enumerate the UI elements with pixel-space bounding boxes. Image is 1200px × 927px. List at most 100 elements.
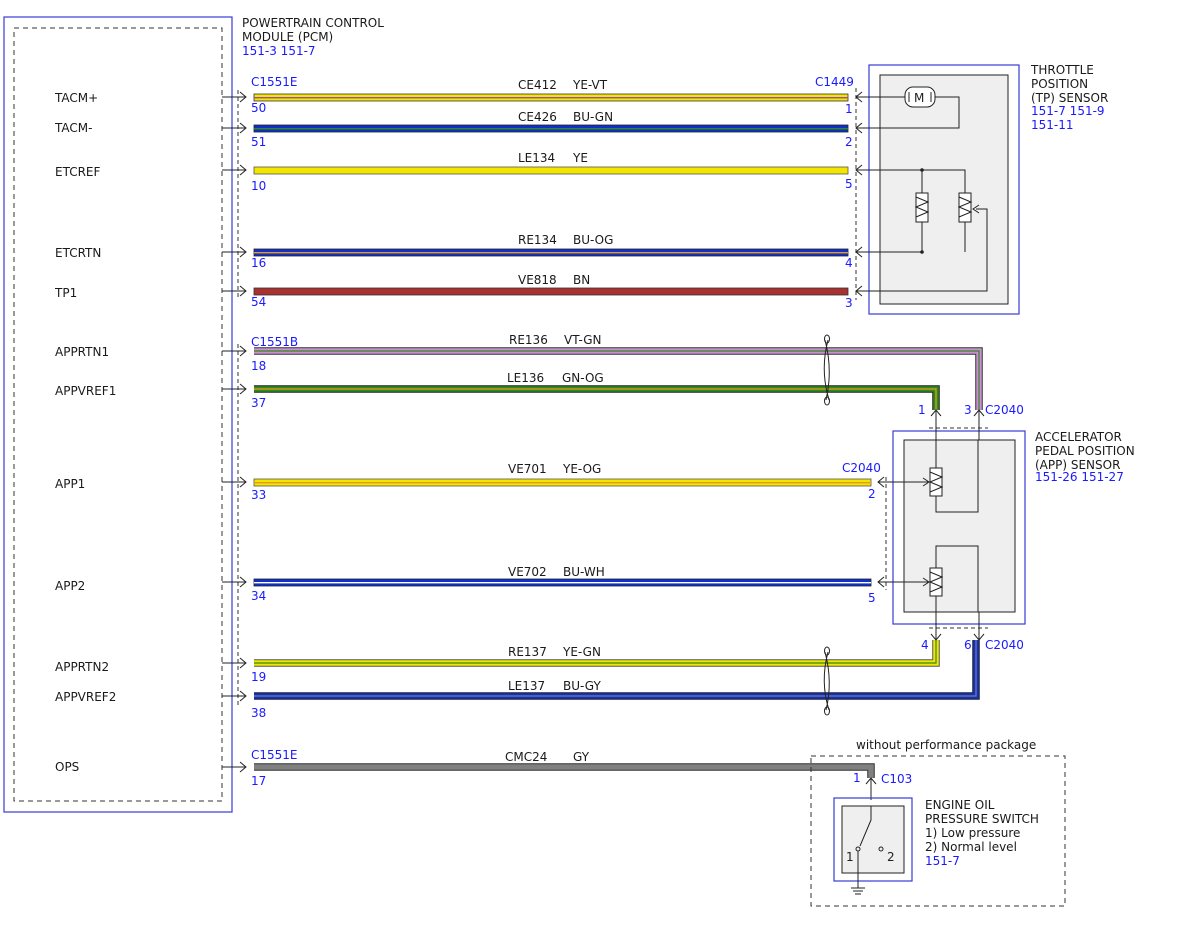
wire-re136[interactable] xyxy=(254,347,983,410)
ops-refs[interactable]: 151-7 xyxy=(925,854,960,868)
wire-le136-color: GN-OG xyxy=(562,371,604,385)
wires xyxy=(253,93,983,778)
tp-refs-line1[interactable]: 151-7 151-9 xyxy=(1031,104,1105,118)
wire-le134-body[interactable] xyxy=(253,166,849,175)
wire-le137-body[interactable] xyxy=(254,640,979,699)
arrow-stub-app1 xyxy=(222,476,247,488)
wire-labels: CE412 YE-VT CE426 BU-GN LE134 YE RE134 B… xyxy=(505,78,613,764)
connector-c1551e-bottom[interactable]: C1551E xyxy=(251,748,298,762)
twist-cap-top-2 xyxy=(824,646,830,656)
signal-apprtn2: APPRTN2 xyxy=(55,660,109,674)
twisted-pair-symbols xyxy=(823,334,830,716)
wire-re136-outline xyxy=(254,347,983,410)
pcm-connector-labels: C1551E C1551B C1551E 50 51 10 16 54 18 3… xyxy=(251,75,298,788)
connector-c1449[interactable]: C1449 xyxy=(815,75,854,89)
arrow-stub-tp1 xyxy=(222,285,247,297)
twist-symbol-app2-pair xyxy=(823,651,830,711)
tp-pin-5: 5 xyxy=(845,177,853,191)
app-pot2-wiring xyxy=(935,545,979,612)
wire-re134-stripe xyxy=(254,252,848,254)
connector-c1551b[interactable]: C1551B xyxy=(251,335,298,349)
connector-c2040-bottom[interactable]: C2040 xyxy=(985,638,1024,652)
wire-ce426[interactable] xyxy=(253,124,849,133)
arrow-stub-apprtn2 xyxy=(222,657,247,669)
wire-ve818-body[interactable] xyxy=(253,287,849,296)
pcm-pin-apprtn1: 18 xyxy=(251,359,266,373)
switch-contact-2 xyxy=(878,846,884,852)
tp-arrow-stubs xyxy=(855,91,880,297)
wire-re134-circuit: RE134 xyxy=(518,233,557,247)
pcm-pin-etcref: 10 xyxy=(251,179,266,193)
app-arrow-5 xyxy=(877,576,904,588)
wire-re137[interactable] xyxy=(254,640,940,667)
app-resistor-zigzag-1 xyxy=(928,471,944,493)
ops-pin-1: 1 xyxy=(853,771,861,785)
app-title-line2: PEDAL POSITION xyxy=(1035,444,1135,458)
tp-arrow-3 xyxy=(855,285,880,297)
wire-cmc24[interactable] xyxy=(254,763,875,778)
wire-le137[interactable] xyxy=(254,640,980,700)
connector-c2040-top[interactable]: C2040 xyxy=(985,403,1024,417)
signal-appvref1: APPVREF1 xyxy=(55,384,116,398)
pcm-arrow-stubs xyxy=(222,91,247,773)
wire-ve701-stripe xyxy=(254,482,871,484)
connector-c1551e-top[interactable]: C1551E xyxy=(251,75,298,89)
arrow-stub-ops xyxy=(222,761,247,773)
signal-app1: APP1 xyxy=(55,477,85,491)
signal-tp1: TP1 xyxy=(54,286,77,300)
wire-cmc24-color: GY xyxy=(573,750,590,764)
wire-ve702[interactable] xyxy=(253,578,872,587)
pcm-refs[interactable]: 151-3 151-7 xyxy=(242,44,316,58)
app-refs[interactable]: 151-26 151-27 xyxy=(1035,470,1124,484)
variant-note: without performance package xyxy=(856,738,1036,752)
wire-ce412[interactable] xyxy=(253,93,849,102)
tp-motor-wiring xyxy=(880,96,960,129)
ops-switch-outline xyxy=(833,797,913,882)
wire-ce412-stripe xyxy=(254,97,848,99)
pcm-pin-tacm-minus: 51 xyxy=(251,135,266,149)
pcm-pin-app2: 34 xyxy=(251,589,266,603)
wire-ve701[interactable] xyxy=(253,478,872,487)
wire-le137-outline xyxy=(254,640,980,700)
pcm-pin-appvref2: 38 xyxy=(251,706,266,720)
wire-re134[interactable] xyxy=(253,248,849,257)
tp-pin-3: 3 xyxy=(845,296,853,310)
signal-etcrtn: ETCRTN xyxy=(55,246,101,260)
tp-sensor-body xyxy=(879,74,1009,305)
wire-le136[interactable] xyxy=(254,385,940,410)
pcm-title-line1: POWERTRAIN CONTROL xyxy=(242,16,384,30)
wire-cmc24-body[interactable] xyxy=(254,764,874,778)
tp-pin-1: 1 xyxy=(845,102,853,116)
motor-brushes xyxy=(908,92,932,102)
wire-re134-color: BU-OG xyxy=(573,233,613,247)
pcm-title-line2: MODULE (PCM) xyxy=(242,30,333,44)
app-pin-6: 6 xyxy=(964,638,972,652)
signal-ops: OPS xyxy=(55,760,79,774)
app-sensor-outline xyxy=(892,430,1026,625)
wire-ce426-circuit: CE426 xyxy=(518,110,557,124)
switch-contact-label-1: 1 xyxy=(846,850,854,864)
wire-ve701-color: YE-OG xyxy=(562,462,601,476)
wire-le134[interactable] xyxy=(253,166,849,175)
wire-ve818[interactable] xyxy=(253,287,849,296)
tp-motor-circuit xyxy=(880,86,960,129)
tp-junction-dots xyxy=(920,168,924,254)
arrow-stub-appvref2 xyxy=(222,690,247,702)
wire-le134-circuit: LE134 xyxy=(518,151,555,165)
pcm-pin-app1: 33 xyxy=(251,488,266,502)
signal-etcref: ETCREF xyxy=(55,165,101,179)
wire-re136-body[interactable] xyxy=(254,348,982,410)
app-wiper-arrow-2 xyxy=(922,577,930,587)
tp-refs-line2[interactable]: 151-11 xyxy=(1031,118,1074,132)
connector-c103[interactable]: C103 xyxy=(881,772,912,786)
resistor-zigzag-2 xyxy=(957,196,973,218)
wire-re137-stripe xyxy=(254,640,937,664)
tp-pot-circuit xyxy=(880,169,988,292)
app-top-arrows xyxy=(877,409,985,641)
app-arrow-2 xyxy=(877,476,904,488)
variant-dashed-box xyxy=(810,755,1066,907)
signal-tacm-minus: TACM- xyxy=(54,121,92,135)
pcm-inner-outline xyxy=(13,27,223,802)
connector-c2040-mid[interactable]: C2040 xyxy=(842,461,881,475)
